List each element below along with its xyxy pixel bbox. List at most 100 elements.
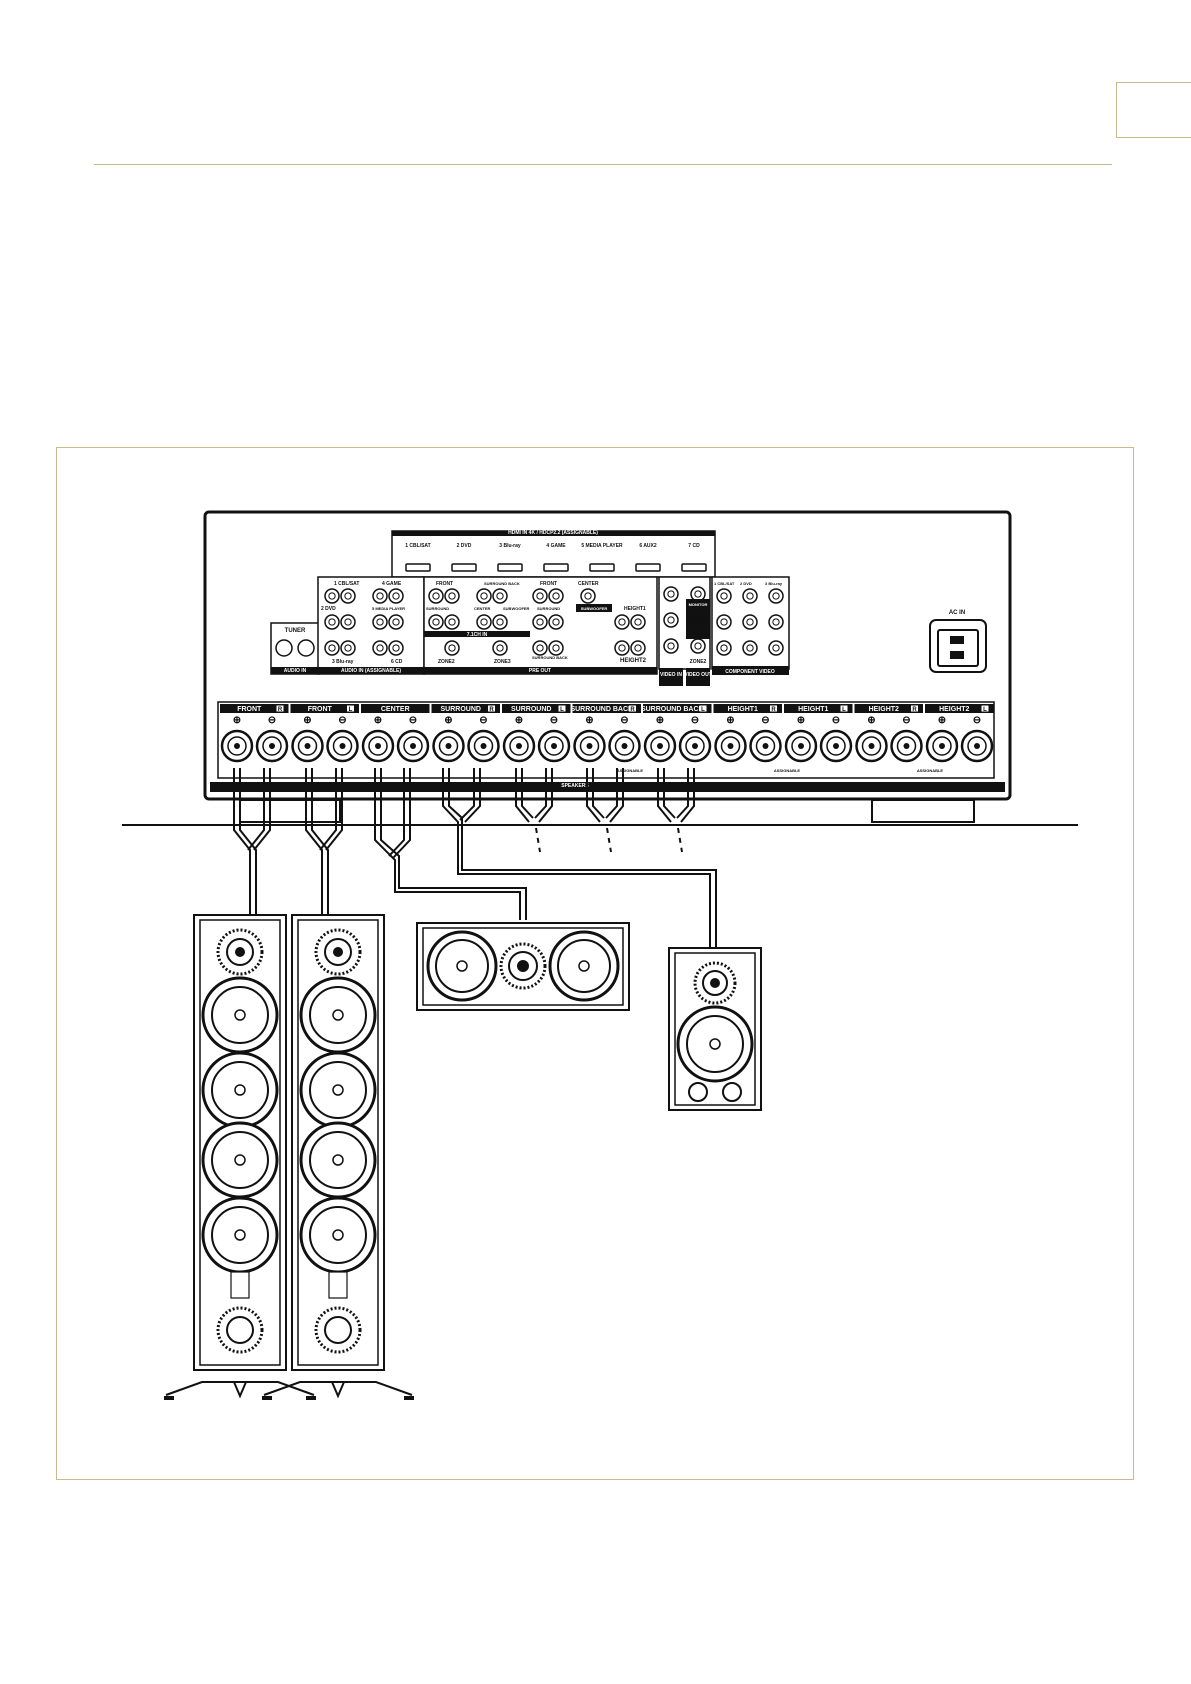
hdmi-input-label: 5 MEDIA PLAYER xyxy=(581,543,623,549)
audio-in-jack xyxy=(324,588,340,604)
woofer-cap xyxy=(332,1084,344,1096)
preout-label-zone3: ZONE3 xyxy=(494,659,511,665)
preout-jack xyxy=(492,640,508,656)
terminal-header-bar xyxy=(572,704,641,713)
woofer-cap xyxy=(332,1009,344,1021)
component-jack xyxy=(768,640,784,656)
preout-jack xyxy=(532,640,548,656)
receiver-foot-right xyxy=(871,799,975,823)
preout-jack xyxy=(428,588,444,604)
plus-terminal-label: ⊕ xyxy=(726,715,734,726)
preout-panel: 7.1CH IN PRE OUT FRONT SURROUND BACK FRO… xyxy=(423,576,658,675)
preout-label-center-2: CENTER xyxy=(474,606,491,611)
audio-in-jack xyxy=(372,640,388,656)
audio-in-jack-center xyxy=(328,644,336,652)
terminal-header-label: SURROUND xyxy=(441,706,481,713)
video-jack-center xyxy=(667,642,675,650)
binding-post-inner xyxy=(368,736,388,756)
tower-stand xyxy=(263,1381,413,1396)
woofer-cone xyxy=(309,986,367,1044)
preout-label-sb-2: SURROUND BACK xyxy=(532,655,568,660)
plus-terminal-label: ⊕ xyxy=(867,715,875,726)
preout-jack-center xyxy=(552,592,560,600)
binding-post-hole xyxy=(868,743,875,749)
video-jack xyxy=(690,586,706,602)
woofer-cone xyxy=(211,1206,269,1264)
audio-in-jack xyxy=(372,614,388,630)
plus-terminal-label: ⊕ xyxy=(374,715,382,726)
binding-post-inner xyxy=(332,736,353,756)
binding-post-inner xyxy=(861,736,882,756)
binding-post-hole xyxy=(833,743,839,749)
assignable-label-2: ASSIGNABLE xyxy=(774,768,801,773)
preout-jack xyxy=(548,614,564,630)
terminal-header-bar xyxy=(220,704,289,713)
minus-terminal-label: ⊖ xyxy=(832,715,840,726)
hdmi-input-label: 1 CBL/SAT xyxy=(405,543,430,549)
preout-jack xyxy=(630,614,646,630)
audio-in-jack xyxy=(340,614,356,630)
terminal-header-bar xyxy=(290,704,359,713)
plus-terminal-label: ⊕ xyxy=(656,715,664,726)
terminal-side-badge xyxy=(770,705,777,712)
ch71-label: 7.1CH IN xyxy=(467,632,488,638)
passive-radiator-ring xyxy=(226,1316,254,1344)
minus-terminal-label: ⊖ xyxy=(973,715,981,726)
tower-baffle xyxy=(297,919,379,1366)
minus-terminal-label: ⊖ xyxy=(691,715,699,726)
terminal-header-label: HEIGHT1 xyxy=(798,706,828,713)
hdmi-port xyxy=(589,563,615,572)
preout-jack xyxy=(614,614,630,630)
binding-post-inner xyxy=(438,736,459,756)
receiver-base-strip xyxy=(210,782,1005,792)
component-jack xyxy=(742,640,758,656)
audio-in-right-label: AUDIO IN (ASSIGNABLE) xyxy=(341,668,401,674)
binding-post-hole xyxy=(798,743,804,749)
binding-post-inner xyxy=(544,736,564,756)
audio-in-label-3: 3 Blu-ray xyxy=(332,659,354,665)
tower-spike xyxy=(233,1381,247,1399)
tuner-jack-r xyxy=(275,639,293,657)
video-jack-center xyxy=(667,590,675,598)
video-jack-center xyxy=(694,642,702,650)
terminal-side-label: R xyxy=(771,707,776,713)
preout-jack-center xyxy=(448,592,456,600)
binding-post-inner xyxy=(614,736,635,756)
woofer-cone xyxy=(309,1206,367,1264)
binding-post-inner xyxy=(932,736,952,756)
preout-jack xyxy=(548,588,564,604)
hdmi-input-label: 4 GAME xyxy=(546,543,566,549)
terminal-header-label: HEIGHT2 xyxy=(869,706,899,713)
preout-jack-center xyxy=(496,644,504,652)
terminal-side-badge xyxy=(981,705,989,712)
component-jack xyxy=(716,588,732,604)
front-right-tower-speaker xyxy=(164,914,316,1400)
video-jack xyxy=(690,638,706,654)
binding-post-hole xyxy=(727,743,734,749)
woofer xyxy=(201,1196,279,1274)
preout-jack xyxy=(492,614,508,630)
preout-label-surround-1: SURROUND xyxy=(426,606,449,611)
preout-label-sub-2: SUBWOOFER xyxy=(581,606,608,611)
preout-jack-center xyxy=(536,592,544,600)
binding-post-inner xyxy=(262,736,282,756)
hdmi-input-label: 6 AUX2 xyxy=(639,543,657,549)
hdmi-input-label: 7 CD xyxy=(688,543,700,549)
audio-in-jack xyxy=(340,640,356,656)
preout-label-zone2: ZONE2 xyxy=(438,659,455,665)
terminal-header-bar xyxy=(431,704,500,713)
preout-label-surround-2: SURROUND xyxy=(537,606,560,611)
minus-terminal-label: ⊖ xyxy=(550,715,558,726)
woofer-cone xyxy=(211,986,269,1044)
hdmi-port xyxy=(451,563,477,572)
terminal-header-label: HEIGHT2 xyxy=(939,706,969,713)
preout-jack xyxy=(580,588,596,604)
binding-post-hole xyxy=(551,743,557,749)
preout-label-center-1: CENTER xyxy=(578,581,599,587)
preout-label-front-1: FRONT xyxy=(436,581,453,587)
binding-post-hole xyxy=(234,743,240,749)
tweeter-ring xyxy=(324,938,352,966)
component-jack xyxy=(768,588,784,604)
badge-plate xyxy=(328,1271,348,1299)
